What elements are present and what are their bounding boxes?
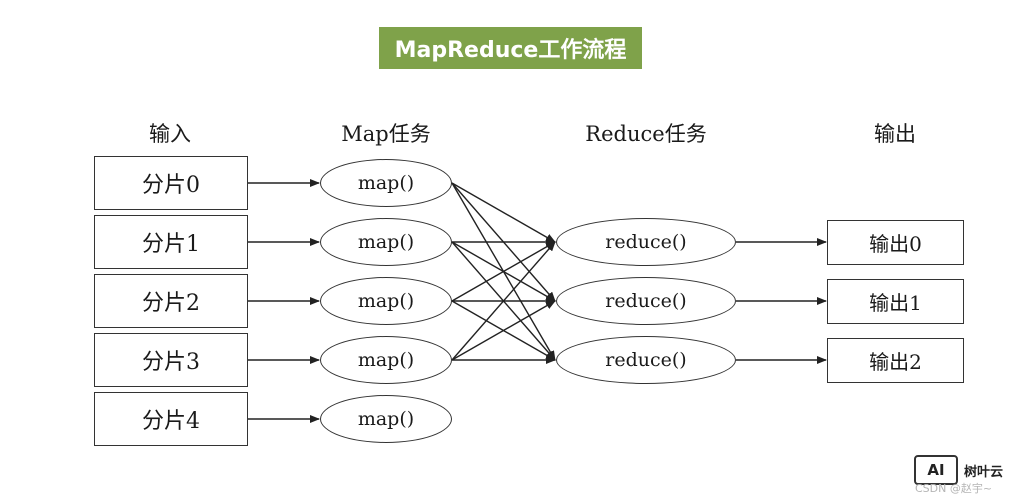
diagram-title: MapReduce工作流程 <box>379 27 642 69</box>
output-box: 输出0 <box>827 220 964 265</box>
ai-logo-icon: AI <box>914 455 958 485</box>
split-box: 分片2 <box>94 274 248 328</box>
split-box: 分片1 <box>94 215 248 269</box>
map-task-node: map() <box>320 336 452 384</box>
output-box: 输出1 <box>827 279 964 324</box>
shuffle-arrow <box>451 182 556 243</box>
shuffle-arrow <box>451 241 556 361</box>
output-box: 输出2 <box>827 338 964 383</box>
watermark-credit: CSDN @赵宇~ <box>915 482 993 495</box>
split-box: 分片4 <box>94 392 248 446</box>
reduce-column-header: Reduce任务 <box>585 122 707 146</box>
map-task-node: map() <box>320 277 452 325</box>
input-column-header: 输入 <box>149 122 191 146</box>
watermark: AI 树叶云 <box>914 455 1003 485</box>
shuffle-arrow <box>451 300 556 361</box>
output-column-header: 输出 <box>874 122 916 146</box>
reduce-task-node: reduce() <box>556 336 736 384</box>
shuffle-arrow <box>451 241 556 302</box>
split-box: 分片3 <box>94 333 248 387</box>
reduce-task-node: reduce() <box>556 277 736 325</box>
map-column-header: Map任务 <box>341 122 431 146</box>
split-box: 分片0 <box>94 156 248 210</box>
map-task-node: map() <box>320 218 452 266</box>
map-task-node: map() <box>320 159 452 207</box>
watermark-brand: 树叶云 <box>964 464 1004 480</box>
reduce-task-node: reduce() <box>556 218 736 266</box>
map-task-node: map() <box>320 395 452 443</box>
